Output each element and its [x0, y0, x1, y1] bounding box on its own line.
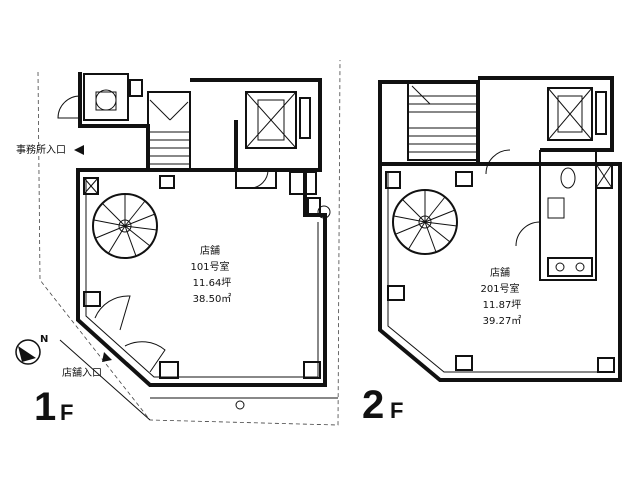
north-letter: N — [40, 334, 48, 345]
room-101-tsubo: 11.64坪 — [193, 276, 232, 289]
pillar — [159, 175, 175, 189]
drain — [235, 400, 245, 410]
door-swing — [249, 169, 269, 189]
box — [235, 169, 277, 189]
box — [289, 171, 317, 195]
pillar — [595, 163, 613, 189]
shop-1-walls — [76, 168, 327, 387]
floor-1-number: 1 — [34, 385, 56, 429]
elevator-shaft-2 — [547, 87, 593, 141]
pillar-x — [83, 177, 99, 195]
sink — [547, 197, 565, 219]
drain — [317, 205, 331, 219]
toilet — [560, 167, 576, 189]
shop-1-inner-line — [85, 178, 319, 378]
floor-2-label: 2 F — [362, 383, 403, 427]
pillar — [455, 355, 473, 371]
room-201-type: 店舗 — [490, 266, 510, 279]
office-entrance-label: 事務所入口 — [16, 143, 66, 156]
duct — [595, 91, 607, 135]
stair-steps — [408, 85, 478, 153]
pillar — [129, 79, 143, 97]
entrance-door-swing — [94, 295, 131, 331]
site-edge-line — [59, 339, 151, 421]
entrance-door-swing — [124, 341, 166, 373]
elevator-car — [557, 95, 583, 133]
floor-2-plan — [378, 76, 622, 382]
room-101-number: 101号室 — [190, 260, 229, 273]
kitchen-counter — [547, 257, 593, 277]
stairs-2 — [407, 81, 479, 161]
pillar — [83, 177, 99, 195]
room-101-info: 店舗 101号室 11.64坪 38.50㎡ — [190, 244, 231, 305]
pillar — [385, 171, 401, 189]
shop-2-walls — [378, 162, 622, 382]
floor-1-f: F — [60, 400, 73, 425]
burner — [575, 262, 585, 272]
pillar — [597, 357, 615, 373]
stairs-1 — [147, 91, 191, 171]
shop-entrance-label: 店舗入口 — [62, 366, 102, 379]
hall-box — [83, 73, 129, 121]
room-101-type: 店舗 — [200, 244, 220, 257]
door-swing — [485, 149, 511, 175]
wc-walls — [539, 150, 597, 281]
meter-circle — [95, 89, 117, 111]
meter-box — [95, 91, 117, 111]
core-walls-2 — [478, 76, 614, 152]
door-swing — [515, 221, 541, 247]
floor-1-label: 1 F — [34, 385, 73, 429]
shop-2-inner-line — [387, 172, 612, 373]
core-walls — [190, 78, 322, 172]
pillar — [455, 171, 473, 187]
pillar-x — [595, 163, 613, 189]
room-201-number: 201号室 — [480, 282, 519, 295]
elevator-shaft — [245, 91, 297, 149]
floor-2-f: F — [390, 398, 403, 423]
door-swing — [57, 95, 81, 119]
room-201-tsubo: 11.87坪 — [483, 298, 522, 311]
room-101-area: 38.50㎡ — [193, 293, 232, 305]
pillar — [387, 285, 405, 301]
pillar — [159, 361, 179, 379]
room-201-area: 39.27㎡ — [483, 315, 522, 327]
spiral-staircase-1 — [92, 193, 158, 259]
entrance-arrow-icon — [102, 352, 112, 362]
floor-1-plan — [37, 59, 341, 426]
pillar — [303, 361, 321, 379]
room-201-info: 店舗 201号室 11.87坪 39.27㎡ — [480, 266, 521, 327]
spiral-staircase-2 — [392, 189, 458, 255]
burner — [555, 262, 565, 272]
elevator-car — [257, 99, 285, 141]
floor-2-number: 2 — [362, 383, 384, 427]
shaft-x — [245, 91, 297, 149]
pillar — [83, 291, 101, 307]
duct — [299, 97, 311, 139]
north-arrow-icon: N — [15, 334, 48, 365]
stair-steps — [148, 99, 190, 165]
entrance-arrow-icon — [74, 145, 84, 155]
pillar — [307, 197, 321, 215]
shaft-x — [547, 87, 593, 141]
